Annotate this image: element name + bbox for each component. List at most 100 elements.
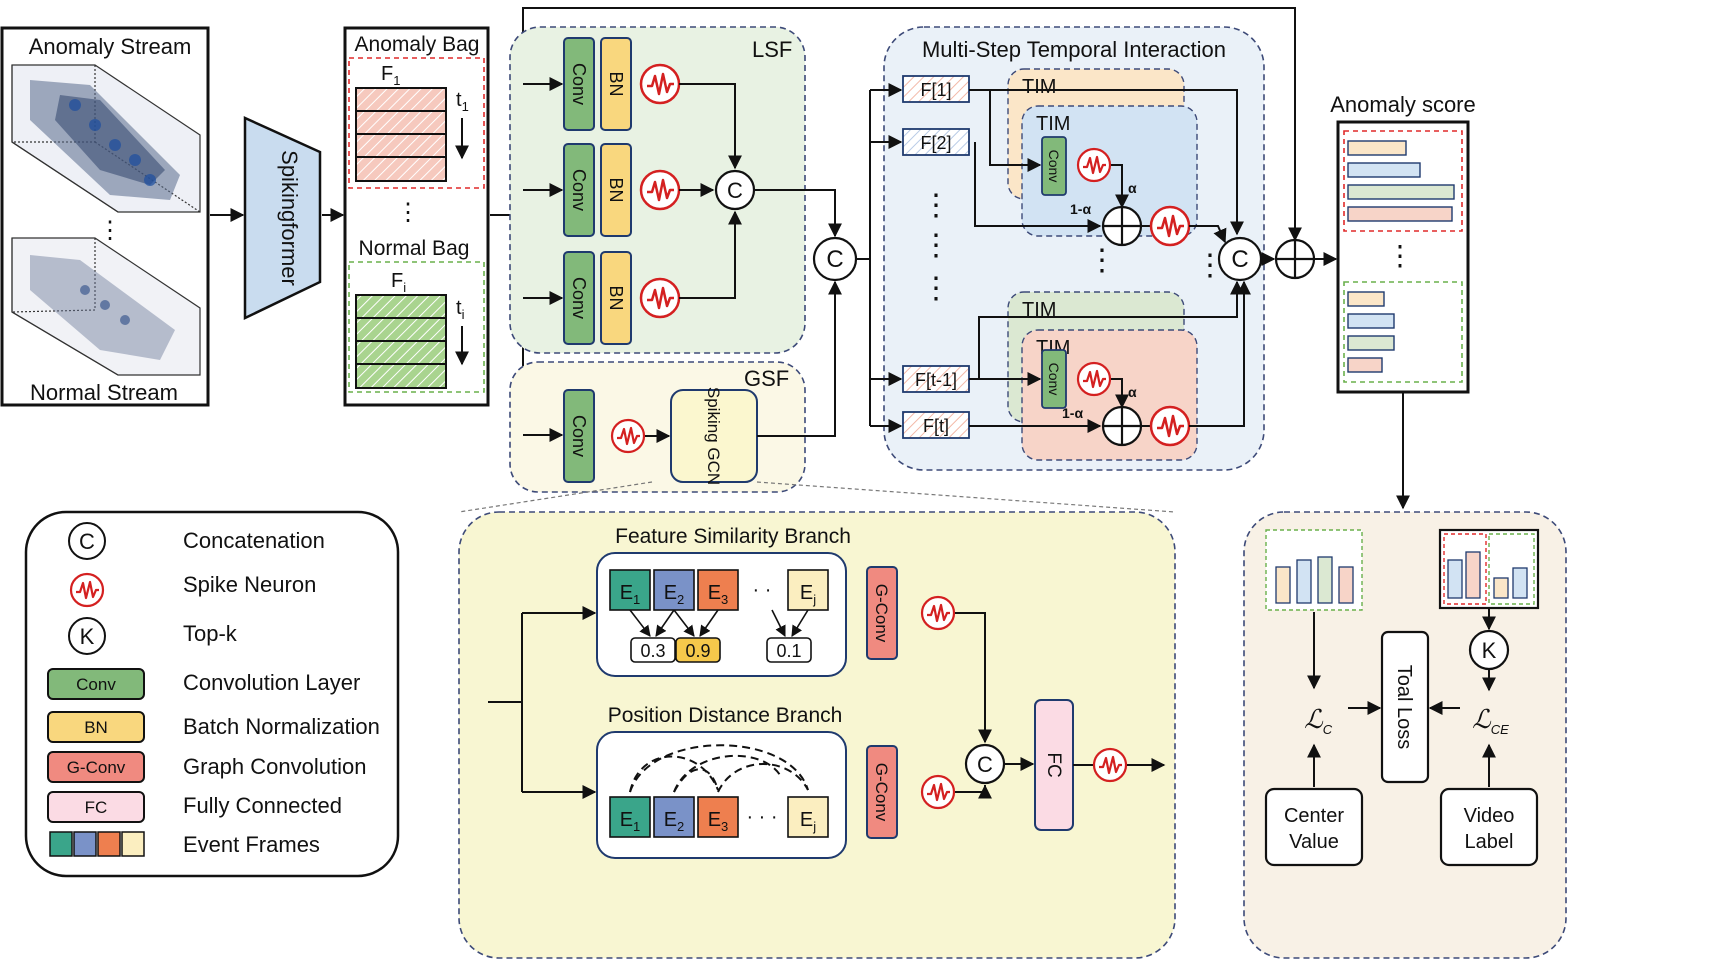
legend-label-topk: Top-k (183, 621, 238, 646)
svg-text:E2: E2 (664, 809, 685, 834)
svg-text:C: C (977, 752, 993, 777)
svg-text:0.9: 0.9 (685, 641, 710, 661)
video-label-box (1439, 787, 1539, 867)
position-distance-branch-title: Position Distance Branch (608, 704, 843, 727)
svg-text:ℒCE: ℒCE (1472, 704, 1509, 737)
legend: C Concatenation Spike Neuron K Top-k Con… (24, 510, 400, 878)
legend-label-bn: Batch Normalization (183, 714, 380, 739)
feature-f1 (902, 75, 970, 103)
similarity-value-2 (675, 637, 721, 663)
lsf-module: LSF Conv BN Conv BN C Conv BN (509, 26, 806, 354)
spikingformer-encoder: Spikingformer (243, 116, 322, 320)
svg-text:1-α: 1-α (1062, 405, 1083, 421)
svg-text:Conv: Conv (569, 169, 589, 211)
legend-label-concat: Concatenation (183, 528, 325, 553)
event-frame-swatch (49, 831, 73, 857)
event-frame-e1 (609, 569, 651, 611)
legend-fc-swatch (47, 791, 145, 823)
spike-neuron-icon (1092, 747, 1128, 783)
svg-text:Toal Loss: Toal Loss (1393, 665, 1415, 750)
center-bar (1338, 566, 1354, 604)
multi-step-temporal-interaction: Multi-Step Temporal Interaction F[1] F[2… (870, 26, 1265, 471)
svg-text:0.1: 0.1 (776, 641, 801, 661)
spiking-gcn-detail: Feature Similarity Branch Position Dista… (458, 511, 1176, 959)
label-bar (1447, 559, 1463, 599)
svg-text:G-Conv: G-Conv (872, 763, 891, 822)
spike-neuron-icon (639, 63, 681, 105)
svg-text:C: C (727, 178, 743, 203)
score-bar (1347, 140, 1407, 156)
anomaly-score-panel: Anomaly score ⋮ (1330, 92, 1476, 394)
event-frame-e1 (609, 796, 651, 838)
svg-text:K: K (1482, 638, 1497, 663)
center-bar (1296, 559, 1312, 604)
svg-text:1-α: 1-α (1070, 201, 1091, 217)
svg-text:· ·: · · (753, 579, 772, 601)
similarity-value-3 (766, 637, 812, 663)
svg-text:Video: Video (1464, 805, 1515, 827)
loss-panel: K ℒC ℒCE Toal Loss Center Value Video La… (1243, 511, 1567, 959)
anomaly-bag-label: Anomaly Bag (355, 33, 480, 56)
svg-text:TIM: TIM (1022, 76, 1056, 98)
event-frame-ej (787, 796, 829, 838)
legend-label-fc: Fully Connected (183, 793, 342, 818)
anomaly-score-title: Anomaly score (1330, 92, 1476, 117)
legend-bn-swatch (47, 711, 145, 743)
bags-panel: Anomaly Bag F1 t1 ⋮ Normal Bag Fi ti (343, 26, 490, 407)
svg-text:Spiking GCN: Spiking GCN (704, 387, 723, 485)
svg-text:Conv: Conv (569, 415, 589, 457)
svg-text:F1: F1 (381, 63, 400, 88)
lsf-conv-2 (563, 143, 595, 237)
normal-stream-label: Normal Stream (30, 380, 178, 405)
center-value-box (1264, 787, 1364, 867)
svg-text:FC: FC (85, 798, 108, 817)
svg-text:FC: FC (1043, 752, 1064, 777)
event-frame-e3 (697, 569, 739, 611)
svg-text:BN: BN (606, 71, 626, 96)
anomaly-stream-label: Anomaly Stream (29, 34, 192, 59)
svg-text:· · ·: · · · (746, 806, 777, 828)
event-frame-e3 (697, 796, 739, 838)
svg-text:⋮: ⋮ (921, 189, 951, 222)
spike-neuron-icon (1076, 147, 1112, 183)
tim-conv-lower (1041, 349, 1067, 409)
svg-text:Center: Center (1284, 805, 1344, 827)
spike-neuron-icon (69, 572, 105, 608)
legend-gconv-swatch (47, 751, 145, 783)
svg-text:Conv: Conv (569, 63, 589, 105)
svg-text:Conv: Conv (569, 277, 589, 319)
svg-text:F[t]: F[t] (923, 416, 949, 436)
spike-neuron-icon (1149, 205, 1191, 247)
svg-text:Ej: Ej (800, 809, 816, 834)
event-frame-e2 (653, 569, 695, 611)
svg-text:Conv: Conv (1046, 363, 1062, 396)
gconv-block-position (866, 745, 898, 839)
spike-neuron-icon (920, 774, 956, 810)
label-bar (1512, 567, 1528, 599)
svg-text:F[2]: F[2] (920, 133, 951, 153)
legend-conv-swatch (47, 668, 145, 700)
svg-text:C: C (826, 246, 843, 273)
gsf-conv (563, 389, 595, 483)
svg-text:F[1]: F[1] (920, 80, 951, 100)
svg-text:⋮: ⋮ (1087, 244, 1117, 277)
legend-label-gconv: Graph Convolution (183, 754, 366, 779)
svg-text:Fi: Fi (391, 270, 406, 295)
anomaly-event-cube (11, 64, 201, 213)
normal-event-cube (11, 237, 201, 376)
feature-similarity-branch-title: Feature Similarity Branch (615, 525, 851, 548)
svg-text:0.3: 0.3 (640, 641, 665, 661)
svg-text:α: α (1128, 384, 1137, 400)
input-streams-panel: Anomaly Stream ⋮ Normal Stream (0, 26, 210, 407)
legend-label-spike: Spike Neuron (183, 572, 316, 597)
lsf-bn-2 (600, 143, 632, 237)
svg-text:⋮: ⋮ (1386, 240, 1414, 271)
svg-text:α: α (1128, 180, 1137, 196)
svg-text:ti: ti (456, 297, 465, 322)
svg-text:E1: E1 (620, 809, 641, 834)
stream-ellipsis: ⋮ (98, 217, 122, 244)
svg-text:ℒC: ℒC (1304, 704, 1333, 737)
label-bar (1493, 577, 1509, 599)
svg-text:Conv: Conv (76, 675, 116, 694)
